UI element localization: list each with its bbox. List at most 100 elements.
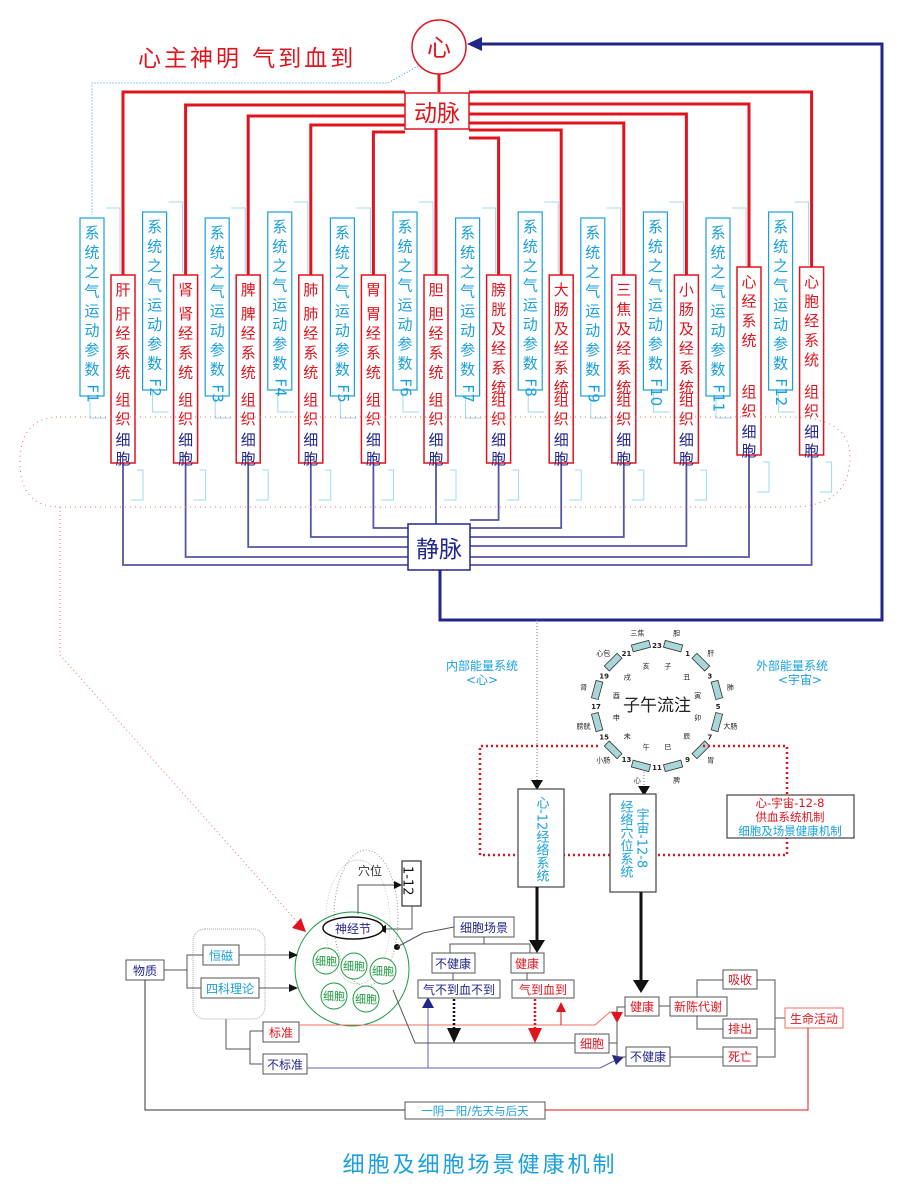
svg-text:细: 细 [115,431,130,449]
svg-text:织: 织 [115,410,130,428]
svg-text:1: 1 [84,393,102,403]
clock-organ: 胆 [673,630,680,638]
range-box: 1-12 [400,860,422,907]
clock-organ: 三焦 [630,629,644,638]
svg-text:数: 数 [210,361,225,379]
life-activity-label: 生命活动 [790,1011,838,1026]
cell-label: 细胞 [241,431,256,468]
heart-12-meridian-box: 心-12经络系统 [517,788,565,888]
svg-text:系: 系 [648,218,663,236]
svg-text:织: 织 [366,410,381,428]
tissue-label: 组织 [303,391,318,428]
cell-label: 细胞 [372,965,394,978]
cell-label: 细胞 [804,423,819,460]
svg-text:经: 经 [303,325,318,343]
svg-text:胞: 胞 [241,450,256,468]
clock-hour: 11 [652,764,662,772]
svg-text:系: 系 [710,224,725,242]
svg-text:织: 织 [428,410,443,428]
svg-text:统: 统 [460,244,475,262]
svg-text:细: 细 [741,423,756,441]
svg-text:胞: 胞 [178,450,193,468]
svg-text:胱: 胱 [491,301,506,319]
svg-text:参: 参 [84,341,99,359]
svg-text:胃: 胃 [366,281,381,299]
clock-hour: 21 [622,650,632,658]
svg-text:肾: 肾 [178,281,193,299]
clock-hour: 15 [599,734,609,742]
svg-text:运: 运 [397,296,412,314]
slogan-text: 心主神明 气到血到 [138,46,356,72]
arrow-down-icon [611,1012,623,1023]
svg-text:胞: 胞 [804,293,819,311]
svg-text:之: 之 [585,263,600,281]
arrow-down-icon [633,980,649,993]
system-columns: 系统之气运动参数F1肝肝经系统组织细胞系统之气运动参数F2肾肾经系统组织细胞系统… [79,201,833,501]
svg-text:小: 小 [679,281,694,299]
healthy2-box: 健康 [624,996,660,1017]
svg-text:经: 经 [616,340,631,358]
svg-text:气: 气 [272,277,287,295]
heart-f1-link [91,65,419,215]
clock-hour: 1 [685,650,690,658]
cell-label: 细胞 [741,423,756,460]
svg-text:F: F [459,384,477,393]
cell-label: 细胞 [366,431,381,468]
clock-branch: 酉 [613,692,620,700]
svg-text:组: 组 [241,391,256,409]
svg-text:系: 系 [178,344,193,362]
svg-text:之: 之 [523,257,538,275]
svg-text:胆: 胆 [428,281,443,299]
svg-text:气: 气 [147,277,162,295]
unhealthy-box: 不健康 [431,952,476,974]
svg-text:系: 系 [679,359,694,377]
constant-magnet-box: 恒磁 [202,944,240,966]
svg-text:F: F [334,384,352,393]
svg-text:数: 数 [523,355,538,373]
svg-text:及: 及 [616,320,631,338]
clock-branch: 戌 [624,672,631,681]
svg-text:F: F [584,384,602,393]
unhealthy-label: 不健康 [435,956,471,971]
svg-text:运: 运 [84,302,99,320]
svg-text:细: 细 [679,431,694,449]
svg-text:运: 运 [272,296,287,314]
healthy-label: 健康 [515,956,539,971]
clock-hour: 17 [591,703,601,711]
svg-text:组: 组 [366,391,381,409]
svg-text:1: 1 [772,387,790,397]
tissue-label: 组织 [741,383,756,420]
svg-text:系: 系 [741,312,756,330]
svg-text:统: 统 [241,364,256,382]
svg-text:动: 动 [210,322,225,340]
svg-text:细: 细 [178,431,193,449]
svg-text:气: 气 [210,283,225,301]
vein-node: 静脉 [407,523,471,571]
svg-text:经: 经 [366,325,381,343]
qi-blood-not-box: 气不到血不到 [417,979,501,999]
svg-text:膀: 膀 [491,281,506,299]
clock-segment [691,652,711,672]
svg-text:之: 之 [272,257,287,275]
excrete-label: 排出 [728,1022,752,1036]
clock-hour: 9 [685,756,690,764]
svg-text:胞: 胞 [679,450,694,468]
svg-text:统: 统 [335,244,350,262]
svg-text:组: 组 [115,391,130,409]
svg-text:统: 统 [178,364,193,382]
svg-text:系: 系 [272,218,287,236]
life-activity-box: 生命活动 [784,1007,844,1029]
svg-text:2: 2 [146,387,164,397]
